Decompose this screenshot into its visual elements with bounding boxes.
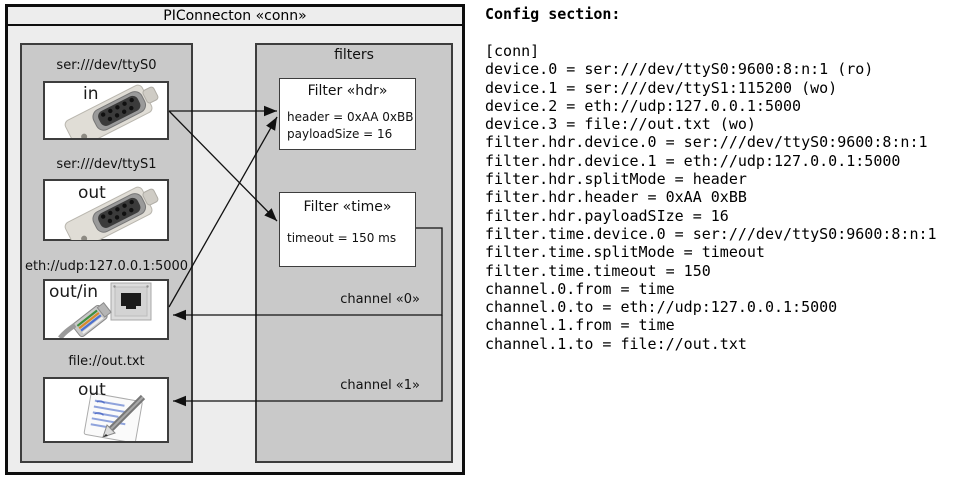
filters-panel-title: filters <box>334 47 374 63</box>
config-line: device.2 = eth://udp:127.0.0.1:5000 <box>485 96 802 115</box>
config-line: device.1 = ser:///dev/ttyS1:115200 (wo) <box>485 78 838 97</box>
config-line: device.3 = file://out.txt (wo) <box>485 115 756 134</box>
device-url-label: file://out.txt <box>68 354 145 369</box>
device-url-label: ser:///dev/ttyS1 <box>56 157 157 172</box>
device-box-file: out <box>43 377 169 443</box>
device-box-ttys1: out <box>43 179 169 241</box>
config-line: filter.time.device.0 = ser:///dev/ttyS0:… <box>485 224 937 243</box>
config-line: filter.hdr.splitMode = header <box>485 170 747 189</box>
device-direction-label: out/in <box>49 282 99 302</box>
config-line: channel.1.to = file://out.txt <box>485 334 747 353</box>
config-line: channel.0.from = time <box>485 279 675 298</box>
filter-property: header = 0xAA 0xBB <box>287 110 414 124</box>
device-direction-label: in <box>83 84 99 104</box>
config-line: channel.1.from = time <box>485 316 675 335</box>
device-box-ttys0: in <box>43 81 169 140</box>
notepad-icon <box>83 392 146 441</box>
config-line: filter.hdr.device.1 = eth://udp:127.0.0.… <box>485 151 901 170</box>
channel-label: channel «0» <box>340 292 420 307</box>
channel-label: channel «1» <box>340 378 420 393</box>
config-lines: [conn] device.0 = ser:///dev/ttyS0:9600:… <box>485 42 937 353</box>
filter-box-hdr: Filter «hdr» header = 0xAA 0xBB payloadS… <box>279 78 416 150</box>
device-url-label: ser:///dev/ttyS0 <box>56 58 157 73</box>
config-heading: Config section: <box>485 5 621 23</box>
piconnector-diagram: PIConnecton «conn» filters ser:///dev/tt… <box>5 4 465 475</box>
filter-property: timeout = 150 ms <box>287 231 397 245</box>
config-line: filter.hdr.header = 0xAA 0xBB <box>485 188 747 207</box>
filter-property: payloadSize = 16 <box>287 127 393 141</box>
config-section: Config section: [conn] device.0 = ser://… <box>485 5 937 353</box>
device-direction-label: out <box>78 183 106 203</box>
diagram-title: PIConnecton «conn» <box>8 7 462 26</box>
device-direction-label: out <box>78 380 106 400</box>
config-line: device.0 = ser:///dev/ttyS0:9600:8:n:1 (… <box>485 60 874 79</box>
filter-title: Filter «hdr» <box>307 83 388 99</box>
filter-title: Filter «time» <box>303 199 392 215</box>
ethernet-icon <box>58 282 152 338</box>
serial-connector-icon <box>64 84 159 138</box>
config-line: filter.time.splitMode = timeout <box>485 243 765 262</box>
device-url-label: eth://udp:127.0.0.1:5000 <box>24 259 189 274</box>
config-line: filter.time.timeout = 150 <box>485 261 711 280</box>
config-line: filter.hdr.device.0 = ser:///dev/ttyS0:9… <box>485 133 928 152</box>
config-line: channel.0.to = eth://udp:127.0.0.1:5000 <box>485 298 838 317</box>
serial-connector-icon <box>64 186 159 240</box>
device-box-eth: out/in <box>43 279 169 340</box>
config-line: [conn] <box>485 42 540 60</box>
config-line: filter.hdr.payloadSIze = 16 <box>485 206 729 225</box>
filter-box-time: Filter «time» timeout = 150 ms <box>279 192 416 267</box>
